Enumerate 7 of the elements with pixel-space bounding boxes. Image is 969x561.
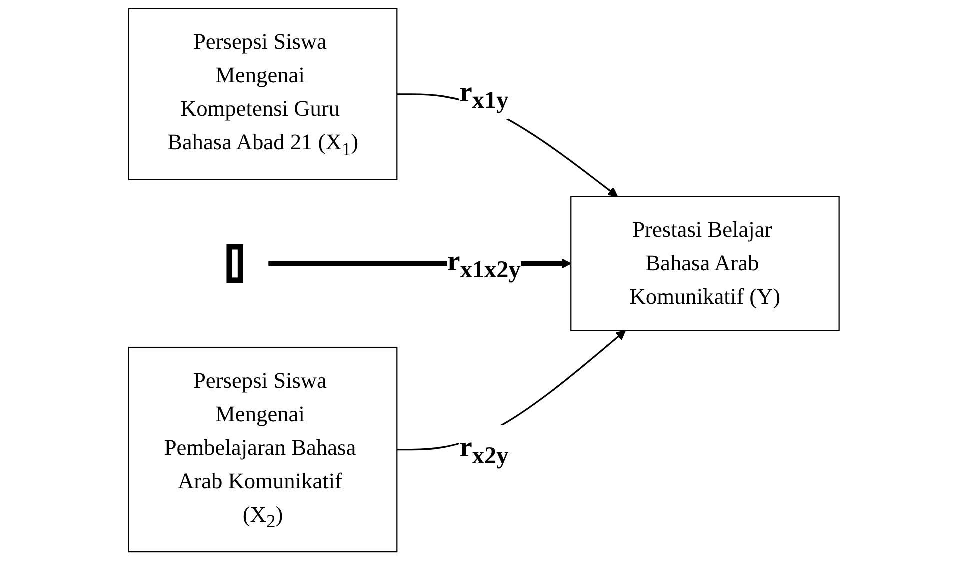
node-box: Prestasi Belajar Bahasa Arab Komunikatif (Y) <box>570 196 840 332</box>
edge-label: r$_{x1y}$ <box>460 76 510 114</box>
node-box: Persepsi Siswa Mengenai Kompetensi Guru Bahasa Abad 21 (X$_{1}$) <box>128 8 398 180</box>
edge-label: r$_{x2y}$ <box>460 430 510 470</box>
node-box: Persepsi Siswa Mengenai Pembelajaran Bahasa Arab Komunikatif (X$_{2}$) <box>128 346 398 553</box>
node-bracket <box>227 244 244 284</box>
edge-label: r$_{x1x2y}$ <box>448 244 522 284</box>
